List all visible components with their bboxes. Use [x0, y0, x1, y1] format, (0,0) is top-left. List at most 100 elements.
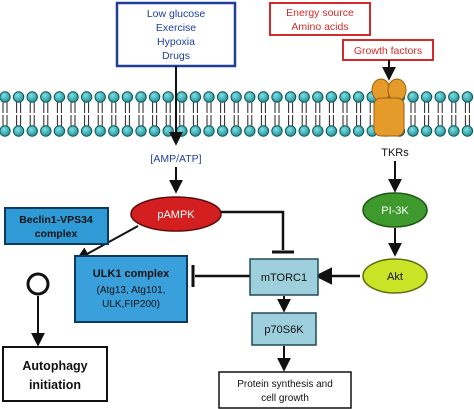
lipid-head [230, 91, 242, 103]
lipid-head [244, 91, 256, 103]
stress-line-4: Drugs [162, 50, 190, 62]
inhibit-pampk-to-mtorc1 [214, 210, 285, 250]
stress-line-3: Hypoxia [157, 36, 195, 48]
lipid-head [53, 125, 66, 137]
akt-node [362, 258, 428, 294]
lipid-head [244, 125, 256, 137]
lipid-head [216, 91, 229, 103]
lipid-head [189, 125, 202, 137]
lipid-head [257, 125, 270, 137]
autophagy-line-1: Autophagy [22, 359, 87, 373]
akt-label: Akt [387, 271, 403, 283]
lipid-head [298, 125, 310, 137]
stress-stimuli-box [115, 1, 237, 68]
lipid-head [461, 91, 474, 103]
lipid-head [162, 125, 174, 137]
autophagy-box [2, 346, 108, 402]
lipid-head [108, 91, 120, 103]
lipid-head [80, 125, 93, 137]
ulk1-title: ULK1 complex [93, 268, 170, 280]
lipid-head [203, 91, 215, 103]
lipid-head [352, 125, 365, 137]
lipid-head [162, 91, 174, 103]
beclin-line-2: complex [35, 228, 78, 240]
lipid-head [108, 125, 120, 137]
lipid-head [325, 125, 338, 137]
lipid-head [40, 125, 52, 137]
lipid-head [448, 91, 460, 103]
pampk-label: pAMPK [157, 209, 195, 221]
lipid-head [176, 125, 188, 137]
lipid-head [461, 125, 474, 137]
stress-line-2: Exercise [156, 22, 196, 34]
lipid-head [67, 125, 79, 137]
beclin-connector-circle [26, 272, 50, 296]
lipid-head [12, 125, 25, 137]
lipid-head [407, 125, 419, 137]
lipid-head [312, 125, 324, 137]
lipid-head [0, 91, 11, 103]
p70s6k-box [251, 312, 317, 346]
lipid-head [12, 91, 25, 103]
lipid-head [189, 91, 202, 103]
mtorc1-box [249, 258, 319, 296]
lipid-head [230, 125, 242, 137]
lipid-head [257, 91, 270, 103]
pi3k-label: PI-3K [381, 205, 409, 217]
lipid-head [53, 91, 66, 103]
protein-line-1: Protein synthesis and [237, 379, 333, 390]
lipid-head [271, 125, 283, 137]
lipid-head [216, 125, 229, 137]
lipid-head [67, 91, 79, 103]
lipid-head [121, 91, 134, 103]
lipid-head [271, 91, 283, 103]
lipid-head [135, 91, 147, 103]
lipid-head [26, 91, 38, 103]
tyrosine-kinase-receptor [371, 78, 407, 137]
autophagy-line-2: initiation [29, 378, 81, 392]
lipid-head [284, 91, 297, 103]
protein-line-2: cell growth [261, 393, 309, 404]
lipid-head [26, 125, 38, 137]
lipid-head [94, 125, 106, 137]
lipid-head [434, 91, 446, 103]
energy-line-1: Energy source [286, 7, 354, 19]
energy-line-2: Amino acids [291, 21, 348, 33]
mtorc1-label: mTORC1 [261, 272, 307, 284]
lipid-head [80, 91, 93, 103]
lipid-head [121, 125, 134, 137]
energy-source-box [269, 2, 371, 36]
lipid-head [148, 91, 161, 103]
lipid-head [448, 125, 460, 137]
lipid-head [40, 91, 52, 103]
lipid-head [420, 125, 433, 137]
lipid-head [94, 91, 106, 103]
lipid-head [135, 125, 147, 137]
lipid-head [420, 91, 433, 103]
lipid-head [407, 91, 419, 103]
pi3k-node [362, 192, 428, 228]
ulk1-line-1: (Atg13, Atg101, [97, 285, 166, 296]
protein-synthesis-box [218, 371, 352, 409]
lipid-head [203, 125, 215, 137]
pampk-node [130, 196, 222, 232]
lipid-head [176, 91, 188, 103]
lipid-head [312, 91, 324, 103]
lipid-head [148, 125, 161, 137]
beclin1-vps34-box [4, 207, 109, 245]
lipid-head [325, 91, 338, 103]
receptor-body [373, 97, 405, 137]
ulk1-line-2: ULK,FIP200) [102, 299, 160, 310]
lipid-head [298, 91, 310, 103]
stress-line-1: Low glucose [147, 8, 206, 20]
beclin-line-1: Beclin1-VPS34 [19, 214, 93, 226]
amp-atp-label: [AMP/ATP] [150, 153, 201, 165]
lipid-head [352, 91, 365, 103]
ulk1-complex-box [74, 255, 188, 323]
growth-factors-label: Growth factors [354, 45, 422, 57]
tkrs-label: TKRs [381, 147, 409, 159]
lipid-head [0, 125, 11, 137]
p70s6k-label: p70S6K [264, 324, 304, 336]
lipid-head [339, 125, 351, 137]
